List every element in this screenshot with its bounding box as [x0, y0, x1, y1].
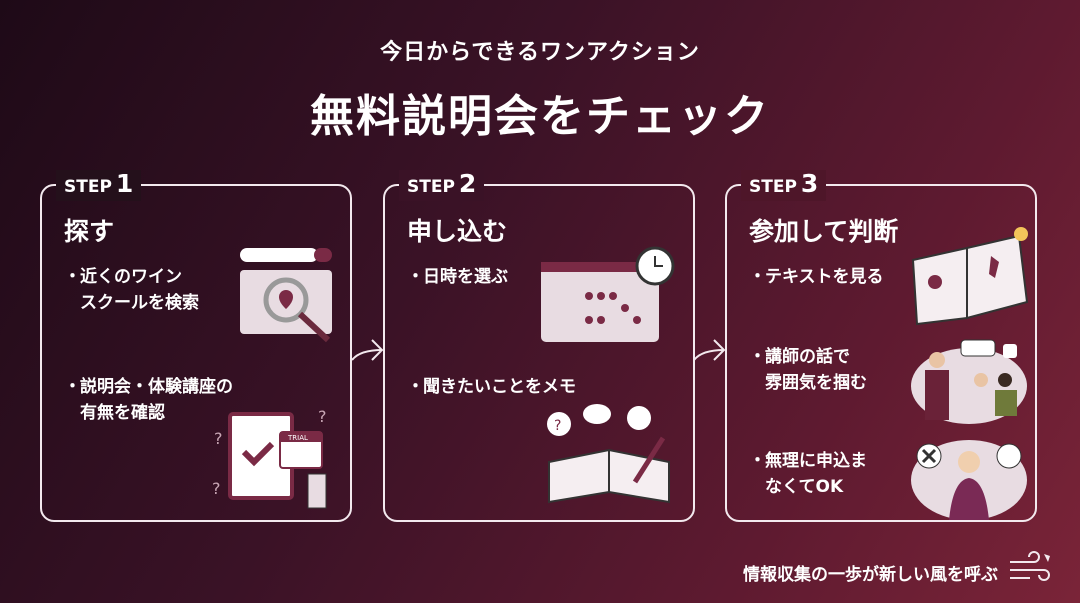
step-3-title: 参加して判断 — [749, 217, 899, 246]
lecture-people-icon — [911, 339, 1027, 424]
step-2-item-1: ・日時を選ぶ — [407, 267, 508, 287]
wind-leaf-icon — [1010, 551, 1050, 581]
page-title: 無料説明会をチェック — [310, 91, 770, 142]
step-3-item-3: ・無理に申込まなくてOK — [749, 451, 867, 497]
arrow-right-icon — [352, 339, 384, 361]
step-1-item-1: ・近くのワインスクールを検索 — [64, 267, 199, 313]
arrow-right-icon — [694, 339, 726, 361]
checklist-trial-icon: TRIAL ??? — [212, 407, 327, 509]
step-3-item-2: ・講師の話で雰囲気を掴む — [749, 347, 867, 393]
svg-text:?: ? — [318, 407, 327, 426]
notebook-memo-icon: ? — [547, 404, 670, 504]
map-search-icon — [240, 248, 332, 343]
svg-text:TRIAL: TRIAL — [287, 434, 308, 442]
svg-text:?: ? — [212, 479, 221, 498]
calendar-clock-icon — [541, 246, 675, 342]
step-1-item-2: ・説明会・体験講座の有無を確認 — [64, 377, 233, 423]
svg-text:?: ? — [214, 429, 223, 448]
step-3-item-1: ・テキストを見る — [749, 267, 884, 287]
footer-tagline: 情報収集の一歩が新しい風を呼ぶ — [743, 565, 998, 585]
step-2-item-2: ・聞きたいことをメモ — [407, 377, 576, 397]
subtitle: 今日からできるワンアクション — [380, 40, 700, 65]
open-book-icon — [911, 227, 1029, 326]
step-1-title: 探す — [64, 217, 115, 246]
svg-text:?: ? — [554, 418, 561, 434]
step-2-title: 申し込む — [407, 217, 508, 246]
person-choice-icon — [911, 440, 1027, 520]
